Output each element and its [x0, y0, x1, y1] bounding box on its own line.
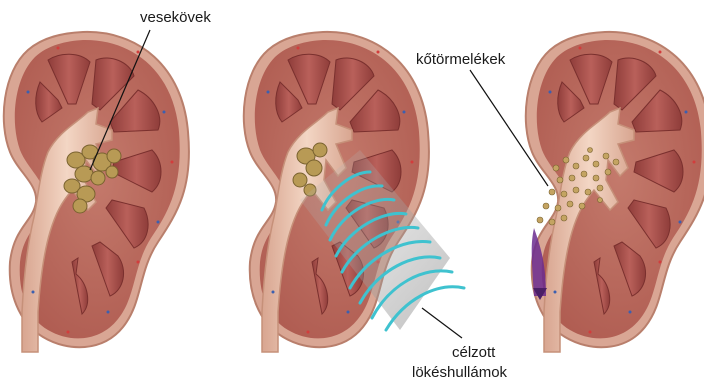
kidney-middle: [244, 32, 464, 352]
label-kidney-stones: vesekövek: [140, 9, 211, 27]
label-targeted: célzott: [452, 344, 495, 362]
shockwave-pointer-line: [422, 308, 462, 338]
label-shockwaves: lökéshullámok: [412, 364, 507, 382]
label-stone-fragments: kőtörmelékek: [416, 51, 505, 69]
kidney-right: [470, 32, 704, 352]
kidney-left: [4, 30, 189, 352]
